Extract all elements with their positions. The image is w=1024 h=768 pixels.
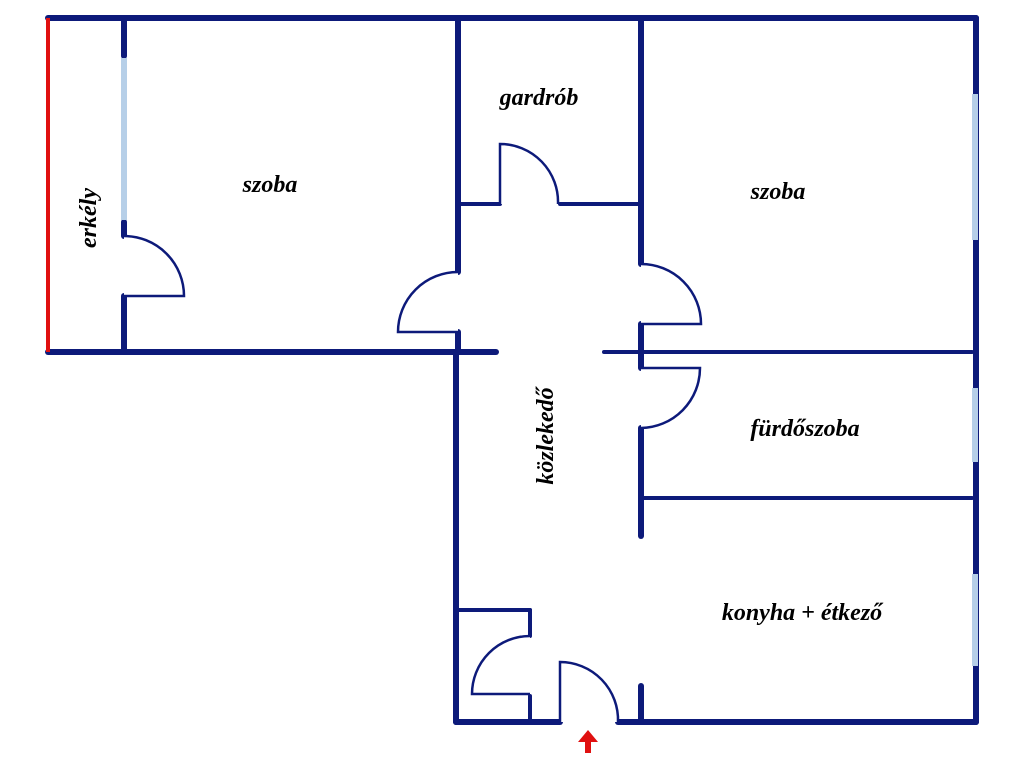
label-balcony: erkély (76, 188, 102, 248)
door-wardrobe (498, 142, 560, 205)
doors (123, 142, 703, 723)
door-bathroom (640, 366, 702, 430)
interior-walls (121, 15, 974, 725)
windows (121, 58, 978, 666)
label-left-room: szoba (242, 172, 298, 198)
label-right-room: szoba (750, 179, 806, 205)
door-right-room (640, 262, 703, 326)
door-closet (470, 634, 531, 696)
label-wardrobe: gardrób (499, 85, 579, 111)
door-entrance (558, 660, 620, 723)
label-kitchen: konyha + étkező (722, 600, 884, 626)
label-bathroom: fürdőszoba (750, 416, 859, 442)
door-balcony (123, 234, 186, 298)
door-left-room (396, 270, 459, 334)
arrow-up-icon (578, 730, 598, 753)
label-hallway: közlekedő (533, 385, 559, 484)
